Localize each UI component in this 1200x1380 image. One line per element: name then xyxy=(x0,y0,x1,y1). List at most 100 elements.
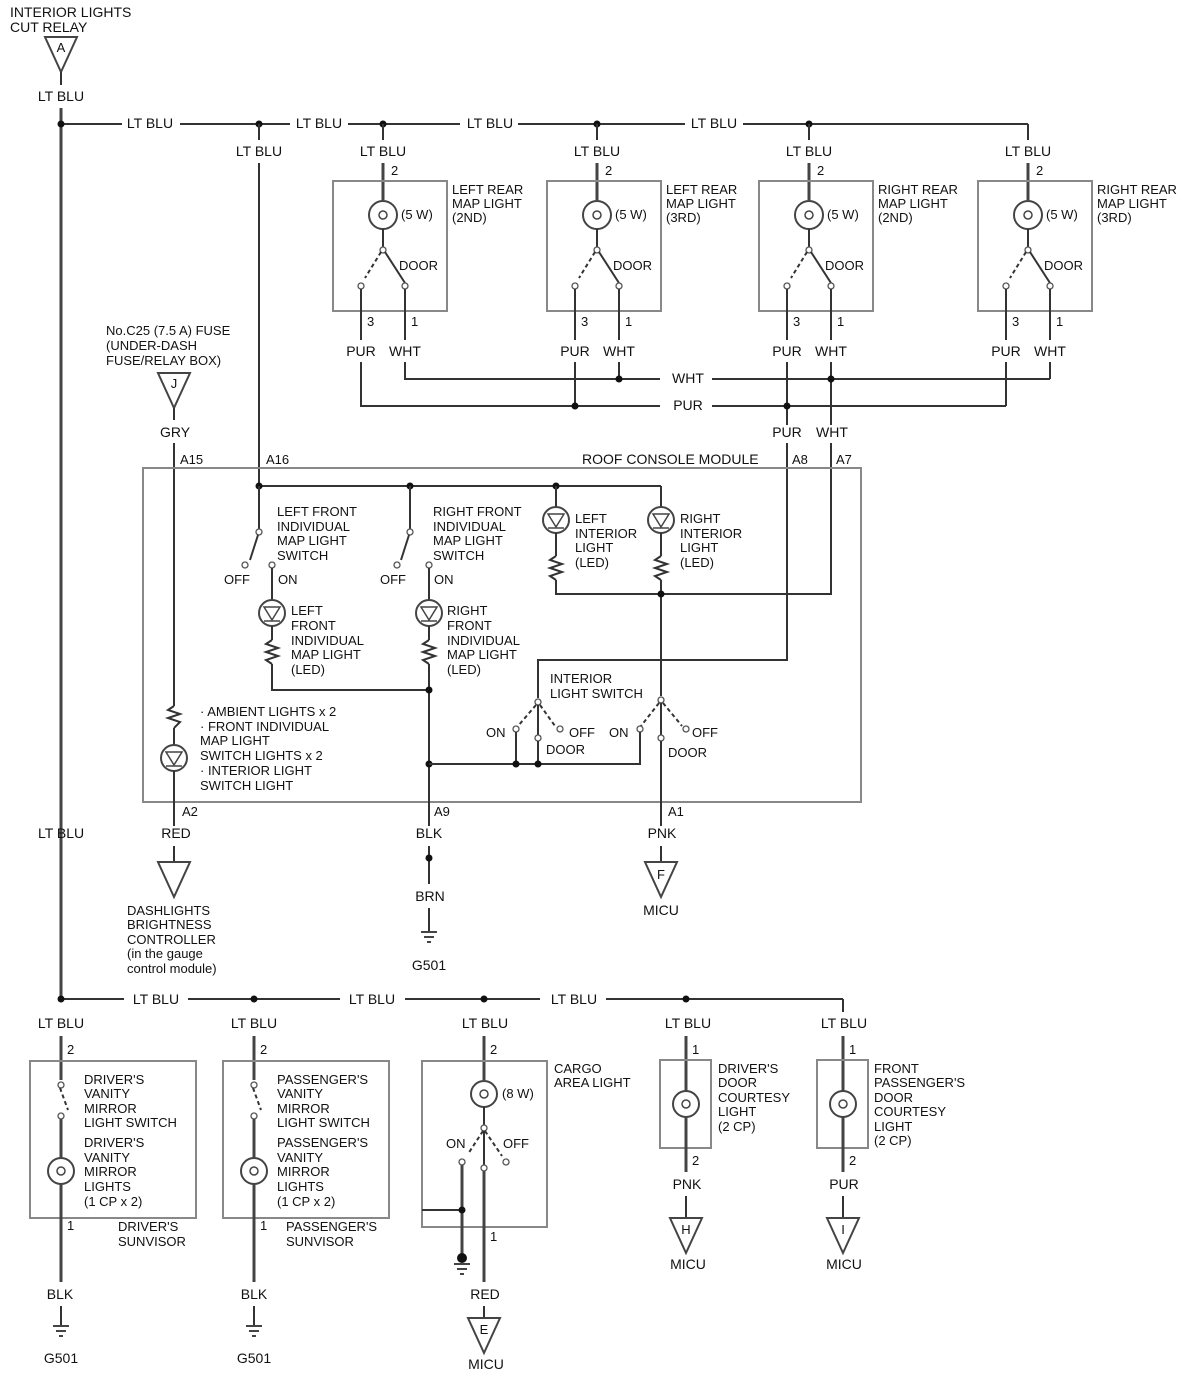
pin-a16: A16 xyxy=(266,452,289,467)
vanity-lights-label: LIGHTS xyxy=(277,1179,324,1194)
dashlights-label: control module) xyxy=(127,961,217,976)
connector-f-symbol xyxy=(643,861,679,900)
right-front-map-light-switch: OFF ON RIGHT FRONT INDIVIDUAL MAP LIGHT … xyxy=(380,486,522,806)
brn-wire-label: BRN xyxy=(415,888,445,904)
rear-map-light-right-2nd: LT BLU 2 (5 W) DOOR 3 1 PUR WHT RIGHT RE… xyxy=(758,124,958,359)
rear-light-name: (3RD) xyxy=(666,210,701,225)
fuse-title-line: (UNDER-DASH xyxy=(106,338,197,353)
connector-i-symbol xyxy=(825,1217,861,1256)
micu-label: MICU xyxy=(468,1356,504,1372)
right-interior-label: LIGHT xyxy=(680,540,718,555)
rf-map-light-label: (LED) xyxy=(447,662,481,677)
top-bus-label: LT BLU xyxy=(127,115,173,131)
sunvisor-label: DRIVER'S xyxy=(118,1219,179,1234)
a9-wire-label: BLK xyxy=(416,825,443,841)
rear-light-pin-in: 2 xyxy=(605,163,612,178)
connector-j-symbol xyxy=(156,372,192,411)
vanity-lights-label: MIRROR xyxy=(277,1164,330,1179)
passenger-vanity-mirror: LT BLU 2 1 PASSENGER'S VANITY MIRROR LIG… xyxy=(222,1015,390,1366)
relay-wire-label: LT BLU xyxy=(38,88,84,104)
ambient-lights: · AMBIENT LIGHTS x 2 · FRONT INDIVIDUAL … xyxy=(160,470,336,806)
relay-title-line-1: INTERIOR LIGHTS xyxy=(10,4,131,20)
vanity-switch-label: DRIVER'S xyxy=(84,1072,145,1087)
led-icon xyxy=(415,599,443,627)
dashlights-label: DASHLIGHTS xyxy=(127,903,210,918)
rf-switch-label: SWITCH xyxy=(433,548,484,563)
sunvisor-label: SUNVISOR xyxy=(118,1234,186,1249)
ambient-label: SWITCH LIGHTS x 2 xyxy=(200,748,323,763)
pin-a8: A8 xyxy=(792,452,808,467)
rear-light-watt: (5 W) xyxy=(401,207,433,222)
rear-light-pin-a: 3 xyxy=(793,314,800,329)
left-interior-label: (LED) xyxy=(575,555,609,570)
rear-map-light-left-3rd: LT BLU 2 (5 W) DOOR 3 1 PUR WHT LEFT REA… xyxy=(546,124,737,359)
ambient-label: MAP LIGHT xyxy=(200,733,270,748)
interior-switch-label: LIGHT SWITCH xyxy=(550,686,643,701)
rear-light-wire-a: PUR xyxy=(772,343,802,359)
rear-light-pin-b: 1 xyxy=(837,314,844,329)
right-interior-label: (LED) xyxy=(680,555,714,570)
bulb-icon xyxy=(240,1157,268,1185)
top-bus-label: LT BLU xyxy=(296,115,342,131)
connector-h-symbol xyxy=(668,1217,704,1256)
pin-label: 2 xyxy=(692,1153,699,1168)
cargo-watt: (8 W) xyxy=(502,1086,534,1101)
lf-switch-label: INDIVIDUAL xyxy=(277,519,350,534)
rear-light-pin-in: 2 xyxy=(391,163,398,178)
bottom-lt-blu-bus: LT BLU LT BLU LT BLU xyxy=(57,991,844,1012)
ground-icon xyxy=(246,1325,262,1337)
rear-light-wire-in: LT BLU xyxy=(1005,143,1051,159)
connector-a-symbol xyxy=(43,36,79,75)
rear-light-name: (3RD) xyxy=(1097,210,1132,225)
rf-map-light-label: FRONT xyxy=(447,618,492,633)
pass-door-light-label: COURTESY xyxy=(874,1104,946,1119)
pin-a7: A7 xyxy=(836,452,852,467)
rear-light-name: (2ND) xyxy=(452,210,487,225)
pin-a15: A15 xyxy=(180,452,203,467)
pin-label: 2 xyxy=(260,1042,267,1057)
a1-wire-label: PNK xyxy=(648,825,677,841)
top-bus-label: LT BLU xyxy=(691,115,737,131)
ground-icon xyxy=(53,1325,69,1337)
relay-title-line-2: CUT RELAY xyxy=(10,19,88,35)
wht-bus-label: WHT xyxy=(672,370,704,386)
rear-light-pin-b: 1 xyxy=(1056,314,1063,329)
rear-light-pin-in: 2 xyxy=(1036,163,1043,178)
connector-j-label: J xyxy=(171,376,178,391)
rear-light-name: MAP LIGHT xyxy=(666,196,736,211)
switch-off-label: OFF xyxy=(380,572,406,587)
vanity-switch-label: LIGHT SWITCH xyxy=(277,1115,370,1130)
rear-light-name: (2ND) xyxy=(878,210,913,225)
rf-switch-label: RIGHT FRONT xyxy=(433,504,522,519)
wire-label: LT BLU xyxy=(231,1015,277,1031)
switch-on-label: ON xyxy=(486,725,506,740)
rear-light-pin-b: 1 xyxy=(411,314,418,329)
pin-label: 1 xyxy=(692,1042,699,1057)
lf-switch-label: LEFT FRONT xyxy=(277,504,357,519)
bottom-bus-label: LT BLU xyxy=(133,991,179,1007)
connector-f-label: F xyxy=(657,867,665,882)
switch-on-label: ON xyxy=(434,572,454,587)
lf-map-light-label: INDIVIDUAL xyxy=(291,633,364,648)
ambient-label: · INTERIOR LIGHT xyxy=(200,763,312,778)
wire-label: PUR xyxy=(829,1176,859,1192)
switch-off-label: OFF xyxy=(224,572,250,587)
cargo-name-label: AREA LIGHT xyxy=(554,1075,631,1090)
connector-a-label: A xyxy=(57,40,66,55)
rf-switch-label: INDIVIDUAL xyxy=(433,519,506,534)
driver-door-light-label: COURTESY xyxy=(718,1090,790,1105)
ground-label: G501 xyxy=(44,1350,78,1366)
vanity-lights-label: MIRROR xyxy=(84,1164,137,1179)
rear-light-pin-a: 3 xyxy=(1012,314,1019,329)
rear-light-pin-a: 3 xyxy=(581,314,588,329)
rear-light-pin-b: 1 xyxy=(625,314,632,329)
led-icon xyxy=(542,506,570,534)
rear-light-wire-b: WHT xyxy=(815,343,847,359)
rf-map-light-label: INDIVIDUAL xyxy=(447,633,520,648)
below-module: RED DASHLIGHTS BRIGHTNESS CONTROLLER (in… xyxy=(127,802,679,976)
rear-light-pin-in: 2 xyxy=(817,163,824,178)
lf-map-light-label: MAP LIGHT xyxy=(291,647,361,662)
wire-label: LT BLU xyxy=(821,1015,867,1031)
wire-label: LT BLU xyxy=(462,1015,508,1031)
lf-switch-label: MAP LIGHT xyxy=(277,533,347,548)
